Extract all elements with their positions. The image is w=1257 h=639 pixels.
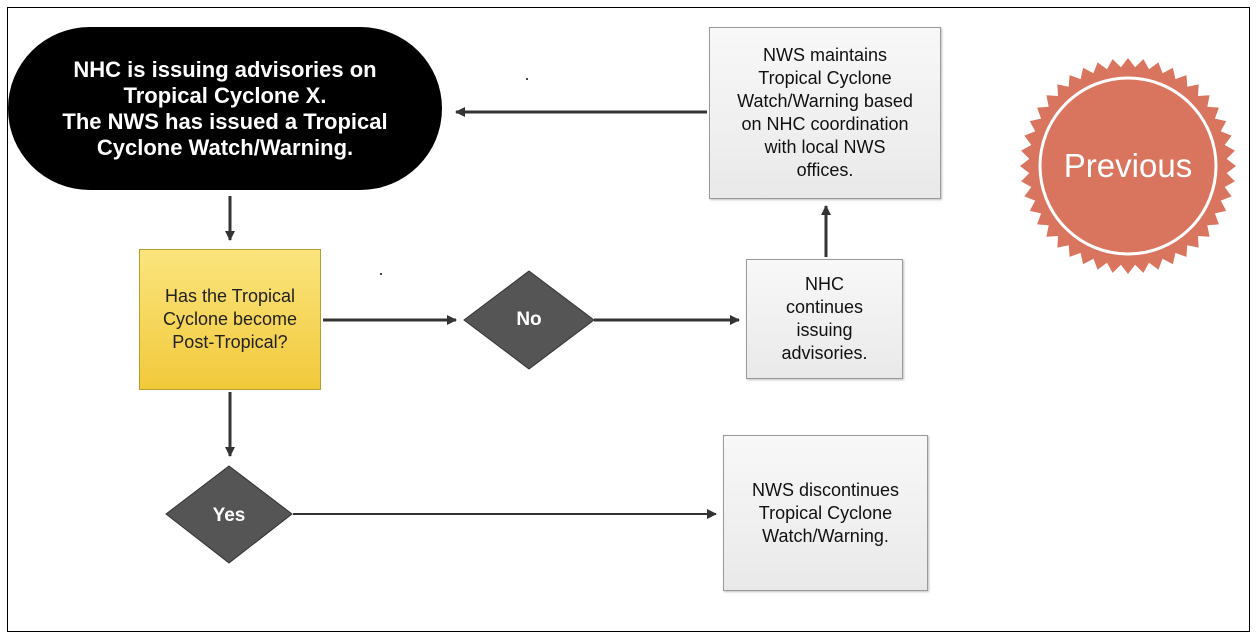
yes-decision-label: Yes (212, 505, 246, 526)
continue-node-line: NHC (804, 274, 844, 294)
maintain-node-line: Tropical Cyclone (758, 68, 892, 88)
question-node-line: Has the Tropical (164, 286, 296, 306)
stray-dot (380, 273, 382, 275)
maintain-node-line: with local NWS (764, 137, 886, 157)
previous-button[interactable]: Previous (1022, 60, 1234, 272)
continue-node-text: NHC continues issuing advisories. (781, 273, 867, 365)
start-node-text: NHC is issuing advisories on Tropical Cy… (62, 57, 387, 161)
discontinue-node-text: NWS discontinues Tropical Cyclone Watch/… (752, 479, 899, 548)
continue-node-line: continues (785, 297, 864, 317)
question-node-line: Cyclone become (162, 309, 298, 329)
yes-decision-diamond (165, 465, 293, 564)
continue-node-line: advisories. (781, 343, 868, 363)
discontinue-node-line: Tropical Cyclone (758, 502, 893, 523)
question-node: Has the Tropical Cyclone become Post-Tro… (139, 249, 321, 390)
maintain-node-line: on NHC coordination (741, 114, 909, 134)
maintain-node-line: NWS maintains (762, 45, 888, 65)
start-node: NHC is issuing advisories on Tropical Cy… (8, 27, 442, 190)
no-decision-diamond (463, 270, 595, 370)
continue-node-line: issuing (796, 320, 853, 340)
previous-button-label[interactable]: Previous (1063, 147, 1193, 184)
question-node-text: Has the Tropical Cyclone become Post-Tro… (163, 285, 297, 354)
no-decision-label: No (516, 309, 542, 330)
stray-dot (526, 78, 528, 80)
maintain-node-line: offices. (796, 160, 854, 180)
maintain-node-line: Watch/Warning based (737, 91, 913, 111)
continue-node: NHC continues issuing advisories. (746, 259, 903, 379)
start-node-line: The NWS has issued a Tropical (62, 108, 388, 134)
discontinue-node-line: Watch/Warning. (762, 525, 889, 546)
question-node-line: Post-Tropical? (172, 332, 288, 352)
discontinue-node-line: NWS discontinues (751, 479, 900, 500)
start-node-line: NHC is issuing advisories on (73, 56, 377, 82)
start-node-line: Tropical Cyclone X. (123, 82, 327, 108)
maintain-node: NWS maintains Tropical Cyclone Watch/War… (709, 27, 941, 199)
previous-seal-ring (1038, 76, 1218, 256)
discontinue-node: NWS discontinues Tropical Cyclone Watch/… (723, 435, 928, 591)
start-node-line: Cyclone Watch/Warning. (96, 134, 354, 160)
previous-seal-shape[interactable] (1020, 58, 1236, 274)
maintain-node-text: NWS maintains Tropical Cyclone Watch/War… (737, 44, 913, 182)
